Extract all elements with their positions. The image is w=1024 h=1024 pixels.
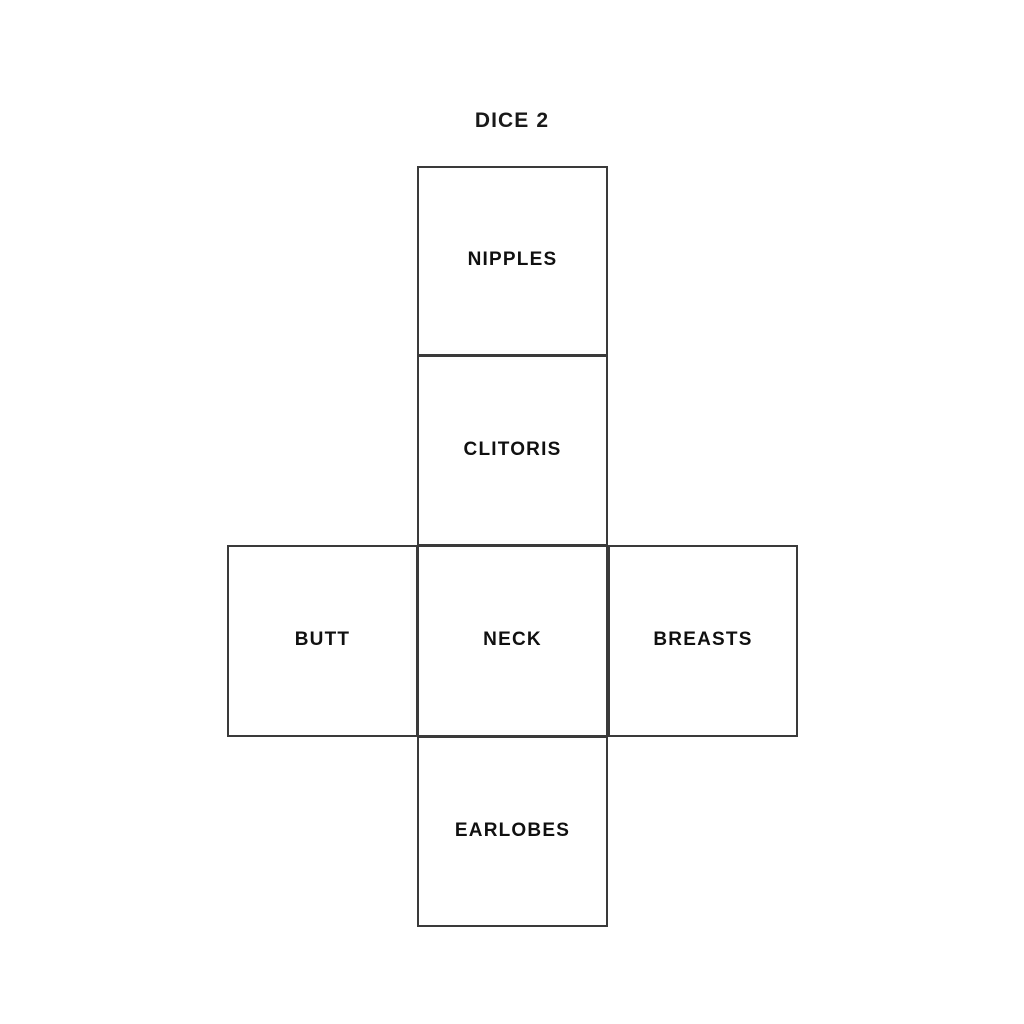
page-title: DICE 2 [474,109,550,132]
dice-face-label: NIPPLES [467,249,558,270]
dice-face-right[interactable]: BREASTS [608,545,798,737]
dice-face-label: CLITORIS [463,438,562,460]
dice-face-label: BUTT [294,629,351,650]
dice-net: NIPPLES CLITORIS BUTT NECK BREASTS EARLO… [227,166,798,927]
dice-face-top[interactable]: NIPPLES [417,166,608,356]
dice-face-bottom[interactable]: EARLOBES [417,736,608,927]
dice-face-label: NECK [483,629,542,650]
dice-face-center[interactable]: NECK [417,545,608,737]
dice-face-label: EARLOBES [454,819,571,841]
dice-face-label: BREASTS [653,629,753,650]
dice-face-left[interactable]: BUTT [227,545,418,737]
dice-face-upper-middle[interactable]: CLITORIS [417,355,608,546]
